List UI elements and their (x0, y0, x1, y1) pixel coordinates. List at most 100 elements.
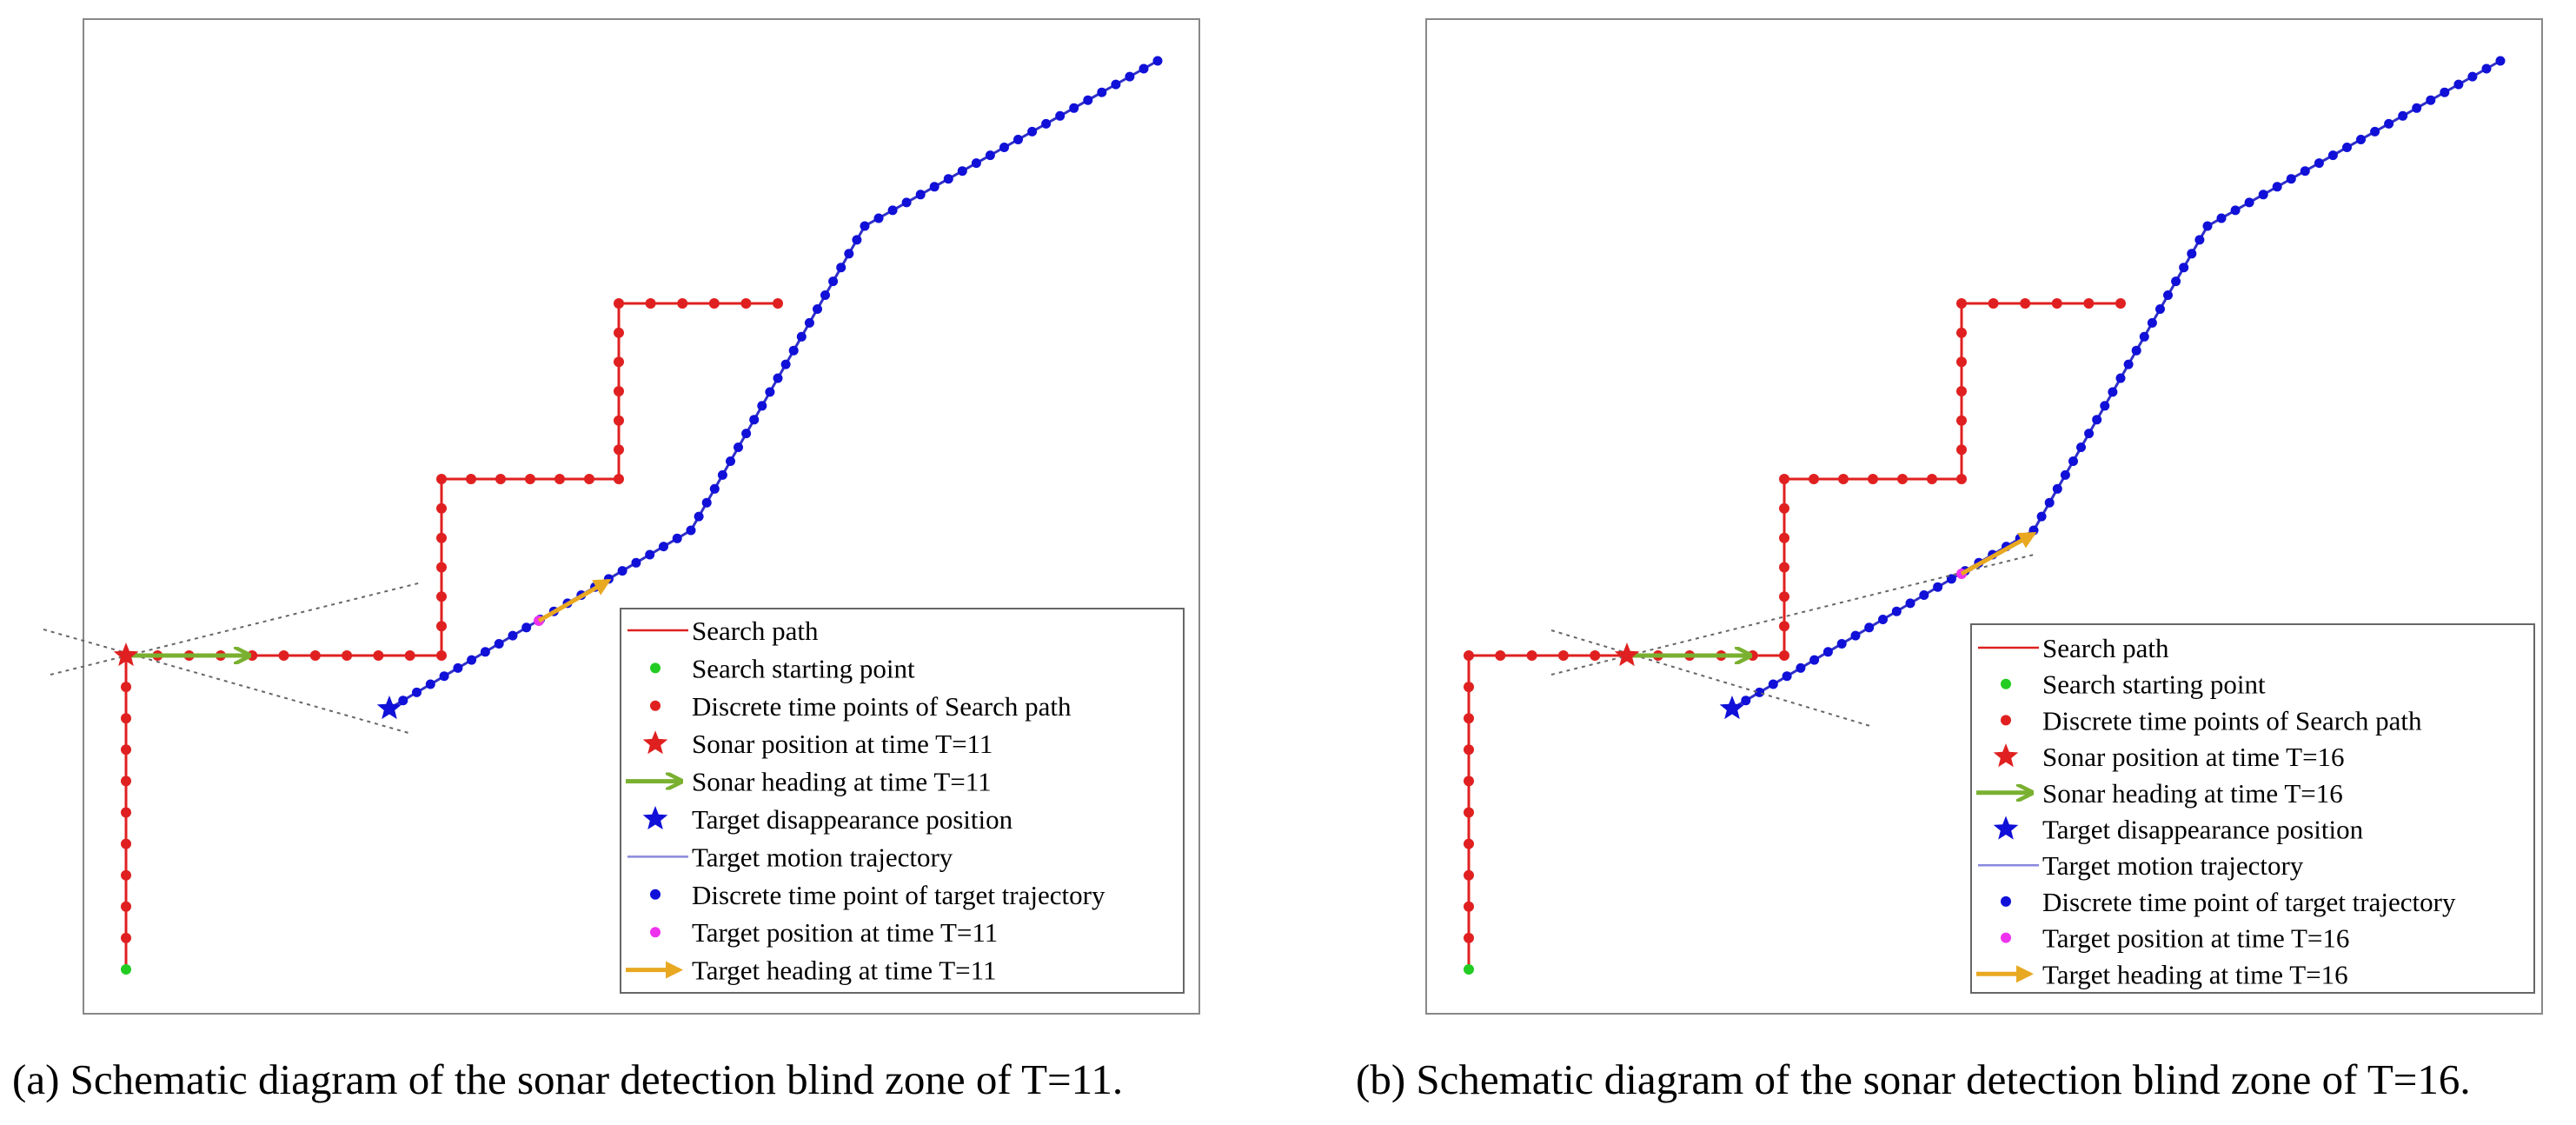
target-trajectory-point (2155, 304, 2165, 314)
target-trajectory-point (1796, 662, 1806, 673)
search-path-point (1956, 415, 1967, 426)
legend-entry: Target disappearance position (642, 804, 1013, 835)
target-trajectory-point (820, 290, 830, 300)
target-trajectory-point (2286, 174, 2296, 184)
search-path-point (309, 650, 321, 661)
search-path-point (1956, 474, 1967, 484)
search-path-point (740, 298, 752, 309)
legend-label: Target motion trajectory (692, 842, 953, 872)
panel-caption: (b) Schematic diagram of the sonar detec… (1356, 1055, 2471, 1103)
plot-layer (43, 56, 1163, 975)
target-trajectory-point (2171, 276, 2181, 287)
target-trajectory-point (788, 345, 799, 356)
legend-label: Sonar heading at time T=16 (2042, 778, 2343, 809)
legend-label: Target motion trajectory (2042, 850, 2304, 881)
target-trajectory-point (717, 469, 727, 480)
legend-entry: Search starting point (2001, 669, 2266, 700)
search-path-point (677, 298, 688, 309)
target-trajectory-point (741, 429, 752, 439)
target-trajectory-point (425, 679, 435, 689)
target-trajectory-point (1782, 671, 1792, 682)
search-path-point (614, 444, 624, 456)
target-trajectory-point (1836, 639, 1847, 649)
search-path-point (1779, 503, 1789, 514)
plot-frame (83, 18, 1200, 1015)
legend-dot-symbol (2001, 932, 2011, 943)
target-trajectory-point (2052, 483, 2062, 494)
target-trajectory-point (2300, 166, 2310, 176)
search-path-point (1464, 807, 1474, 818)
target-trajectory-point (1905, 598, 1915, 609)
target-trajectory-point (2100, 401, 2110, 411)
search-path-point (1495, 650, 1506, 661)
target-trajectory-point (1013, 135, 1023, 144)
legend-dot-symbol (2001, 895, 2011, 907)
target-trajectory-point (1850, 630, 1861, 641)
target-trajectory-point (943, 174, 953, 184)
plot-frame (1425, 18, 2543, 1015)
target-trajectory-point (2092, 415, 2102, 425)
search-path-point (1590, 650, 1601, 661)
target-trajectory-point (686, 525, 696, 536)
target-trajectory-point (1878, 615, 1888, 624)
legend-label: Sonar position at time T=11 (692, 729, 993, 759)
target-trajectory-point (2244, 197, 2254, 208)
target-disappearance-star (1719, 696, 1745, 720)
search-path-point (614, 327, 624, 338)
legend-entry: Discrete time points of Search path (650, 691, 1072, 722)
search-path-point (1464, 776, 1474, 787)
target-trajectory-point (2384, 118, 2394, 129)
legend-dot-symbol (650, 927, 661, 938)
blind-zone-boundary (43, 629, 409, 734)
target-trajectory-point (1139, 63, 1149, 74)
target-trajectory-point (971, 158, 981, 169)
search-path-point (614, 356, 624, 368)
target-trajectory-point (2068, 456, 2078, 466)
legend-label: Search starting point (2042, 669, 2266, 700)
search-path-point (1956, 386, 1967, 396)
target-trajectory-point (2108, 387, 2118, 397)
search-path-point (1557, 650, 1569, 661)
search-path-point (1779, 474, 1789, 484)
target-trajectory-point (617, 566, 627, 576)
search-path-point (1956, 327, 1967, 338)
search-path-point (436, 503, 447, 514)
search-path-point (247, 650, 258, 661)
search-path-point (495, 474, 506, 484)
target-trajectory-point (2453, 79, 2464, 90)
target-trajectory-point (2044, 497, 2055, 508)
target-trajectory-point (2036, 511, 2047, 522)
legend-entry: Sonar heading at time T=11 (626, 767, 992, 797)
search-path-point (1779, 562, 1789, 573)
target-trajectory-point (734, 443, 743, 452)
search-path-point (1464, 838, 1474, 849)
target-trajectory-point (2398, 110, 2408, 121)
target-trajectory-point (1864, 622, 1875, 633)
legend-label: Search starting point (692, 653, 915, 683)
target-trajectory-point (957, 166, 967, 176)
search-path-point (1779, 650, 1789, 661)
search-path-point (1464, 901, 1474, 912)
search-path-point (1897, 474, 1908, 484)
search-path-point (121, 932, 131, 943)
target-trajectory-point (467, 655, 477, 665)
legend-label: Target disappearance position (692, 804, 1013, 835)
legend-entry: Target motion trajectory (627, 842, 953, 872)
legend-entry: Target position at time T=11 (650, 917, 998, 948)
target-trajectory-point (1741, 696, 1751, 706)
search-path-point (121, 682, 131, 693)
legend-entry: Sonar position at time T=11 (642, 729, 993, 759)
legend-label: Discrete time points of Search path (2042, 705, 2422, 736)
target-trajectory-point (999, 143, 1009, 152)
blind-zone-boundary (50, 582, 422, 676)
search-path-point (1779, 591, 1789, 602)
search-path-point (1956, 444, 1967, 456)
target-trajectory-point (508, 630, 518, 641)
target-trajectory-point (1768, 679, 1778, 689)
target-trajectory-point (915, 190, 926, 200)
search-path-point (466, 474, 476, 484)
sonar-position-star (1614, 642, 1640, 667)
